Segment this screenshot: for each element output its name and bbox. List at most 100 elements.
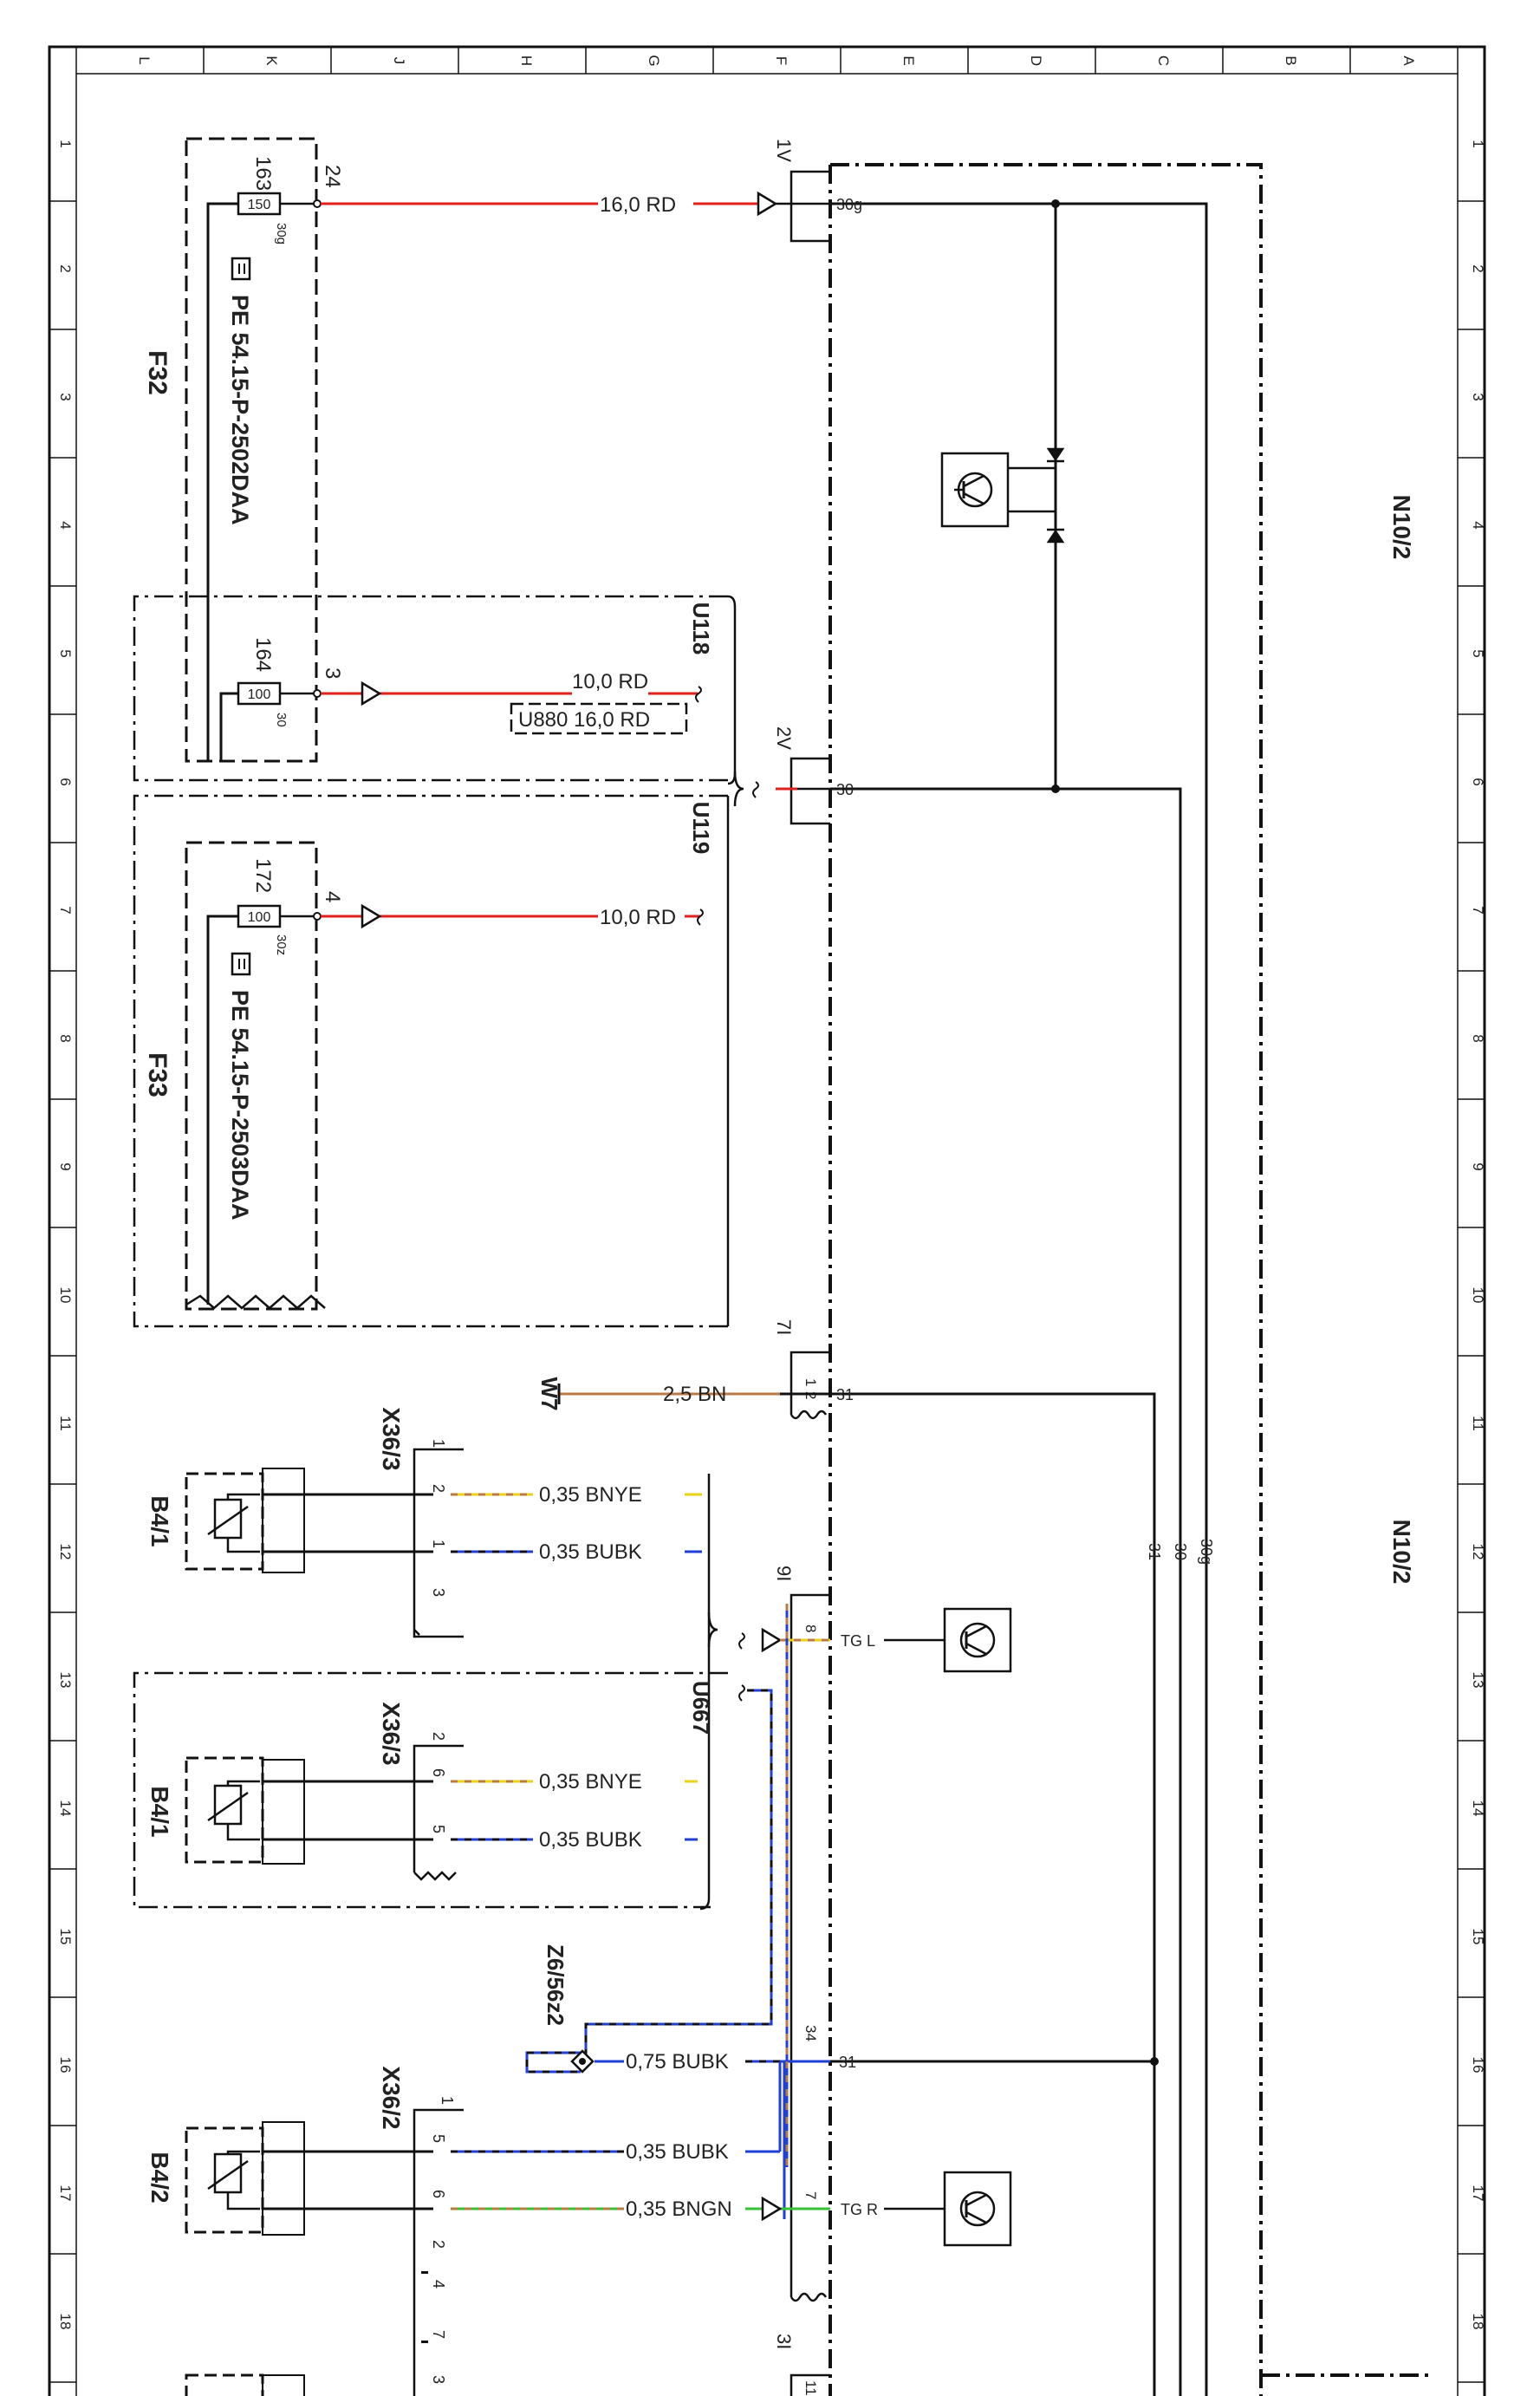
n10-2-label: N10/2 xyxy=(1388,1520,1415,1585)
svg-text:30: 30 xyxy=(274,713,289,727)
svg-text:4: 4 xyxy=(430,2280,447,2289)
fuse-172: 100 172 30z 4 xyxy=(237,858,344,955)
terminal-30: 30 xyxy=(836,781,854,798)
svg-text:2: 2 xyxy=(430,1484,447,1493)
svg-text:30g: 30g xyxy=(274,223,289,244)
row-label: 9 xyxy=(1470,1162,1486,1170)
connector-2v: 2V xyxy=(773,726,795,750)
svg-text:163: 163 xyxy=(251,156,275,191)
svg-text:2: 2 xyxy=(430,1732,447,1741)
row-label: 16 xyxy=(1470,2057,1486,2074)
svg-text:6: 6 xyxy=(430,1768,447,1777)
connector-3i: 3I xyxy=(773,2334,795,2349)
pin-34: 34 xyxy=(802,2025,819,2041)
bus-label-31: 31 xyxy=(1146,1543,1163,1560)
terminal-31: 31 xyxy=(839,2054,856,2071)
row-label: 17 xyxy=(1470,2185,1486,2202)
row-label: 14 xyxy=(1470,1800,1486,1817)
sensor-icon xyxy=(185,1468,305,1573)
row-label: 1 xyxy=(57,140,74,147)
tgl-wire xyxy=(525,1604,830,2219)
f32-box xyxy=(185,137,318,763)
svg-text:6: 6 xyxy=(430,2190,447,2198)
row-label: 16 xyxy=(57,2057,74,2074)
f32-label: F32 xyxy=(143,350,172,395)
row-label: 2 xyxy=(1470,264,1486,272)
svg-text:1: 1 xyxy=(439,2096,456,2105)
f32-ref: PE 54.15-P-2502DAA xyxy=(227,295,253,525)
svg-text:164: 164 xyxy=(251,637,275,672)
row-label: 6 xyxy=(57,778,74,785)
connector-7i: 7I xyxy=(773,1319,795,1335)
pin-2: 2 xyxy=(802,1391,819,1399)
row-label: 1 xyxy=(1470,140,1486,147)
terminal-tg-l: TG L xyxy=(841,1632,875,1650)
row-label: 15 xyxy=(57,1929,74,1945)
u118-frame xyxy=(133,595,728,782)
row-label: 3 xyxy=(57,393,74,400)
pin-1: 1 xyxy=(802,1378,819,1386)
fuse-164: 100 164 30 3 xyxy=(237,637,344,727)
pin-8: 8 xyxy=(802,1624,819,1632)
svg-text:2: 2 xyxy=(430,2240,447,2249)
pin-11: 11 xyxy=(802,2380,819,2396)
z6-label: Z6/56z2 xyxy=(543,1944,569,2026)
w7-label: W7 xyxy=(536,1377,562,1411)
f33-label: F33 xyxy=(143,1052,172,1097)
column-label: A xyxy=(1400,55,1417,66)
b4-1-label: B4/1 xyxy=(146,1786,173,1837)
x36-3-label: X36/3 xyxy=(378,1702,405,1765)
connector-9i: 9I xyxy=(773,1566,795,1581)
wire-label: 10,0 RD xyxy=(600,906,676,929)
manual-ref-icon xyxy=(231,257,251,281)
svg-text:1: 1 xyxy=(430,1540,447,1548)
n10-2-boundary xyxy=(828,163,1434,2396)
svg-text:4: 4 xyxy=(321,891,344,902)
svg-text:5: 5 xyxy=(430,1825,447,1833)
manual-ref-icon xyxy=(231,952,251,976)
column-label: F xyxy=(773,56,789,65)
terminal-31: 31 xyxy=(836,1386,854,1403)
row-label: 4 xyxy=(57,521,74,529)
wire-label: 16,0 RD xyxy=(600,193,676,217)
column-label: H xyxy=(518,55,535,66)
column-label: L xyxy=(136,56,153,64)
svg-text:24: 24 xyxy=(321,165,344,188)
transistor-icon xyxy=(943,2171,1012,2247)
row-label: 10 xyxy=(57,1287,74,1304)
column-ruler xyxy=(203,47,1351,74)
svg-text:172: 172 xyxy=(251,858,275,893)
pin-7: 7 xyxy=(802,2191,819,2199)
row-label: 12 xyxy=(57,1544,74,1560)
junction-dots xyxy=(1051,199,1159,2066)
sensor-icon xyxy=(185,1756,305,1865)
wire-label: 10,0 RD xyxy=(572,670,648,693)
arrow-icon xyxy=(361,191,778,929)
sensor-wires xyxy=(263,1493,702,1553)
terminal-30g: 30g xyxy=(836,196,862,213)
b4-1-label: B4/1 xyxy=(146,1495,173,1546)
column-label: G xyxy=(646,55,662,66)
svg-text:100: 100 xyxy=(248,910,271,925)
svg-text:3: 3 xyxy=(430,2375,447,2384)
f33-ref: PE 54.15-P-2503DAA xyxy=(227,990,253,1221)
connector-1v: 1V xyxy=(773,139,795,162)
column-label: K xyxy=(263,55,280,66)
row-label: 13 xyxy=(1470,1672,1486,1689)
wire-label: 0,35 BUBK xyxy=(539,1540,642,1564)
row-ruler xyxy=(49,200,1485,2383)
svg-text:1: 1 xyxy=(430,1439,447,1448)
x36-3-label: X36/3 xyxy=(378,1407,405,1470)
wire-label: 0,35 BNYE xyxy=(539,1483,642,1507)
row-label: 4 xyxy=(1470,521,1486,529)
n10-2-label: N10/2 xyxy=(1388,495,1415,560)
u119-label: U119 xyxy=(688,802,714,855)
row-label: 5 xyxy=(57,649,74,657)
frame xyxy=(48,45,1486,2396)
wire-label: U880 16,0 RD xyxy=(518,708,650,732)
u667-label: U667 xyxy=(688,1681,714,1735)
row-label: 7 xyxy=(1470,906,1486,914)
row-label: 15 xyxy=(1470,1929,1486,1945)
fuse-163: 150 163 30g 24 xyxy=(237,156,344,244)
